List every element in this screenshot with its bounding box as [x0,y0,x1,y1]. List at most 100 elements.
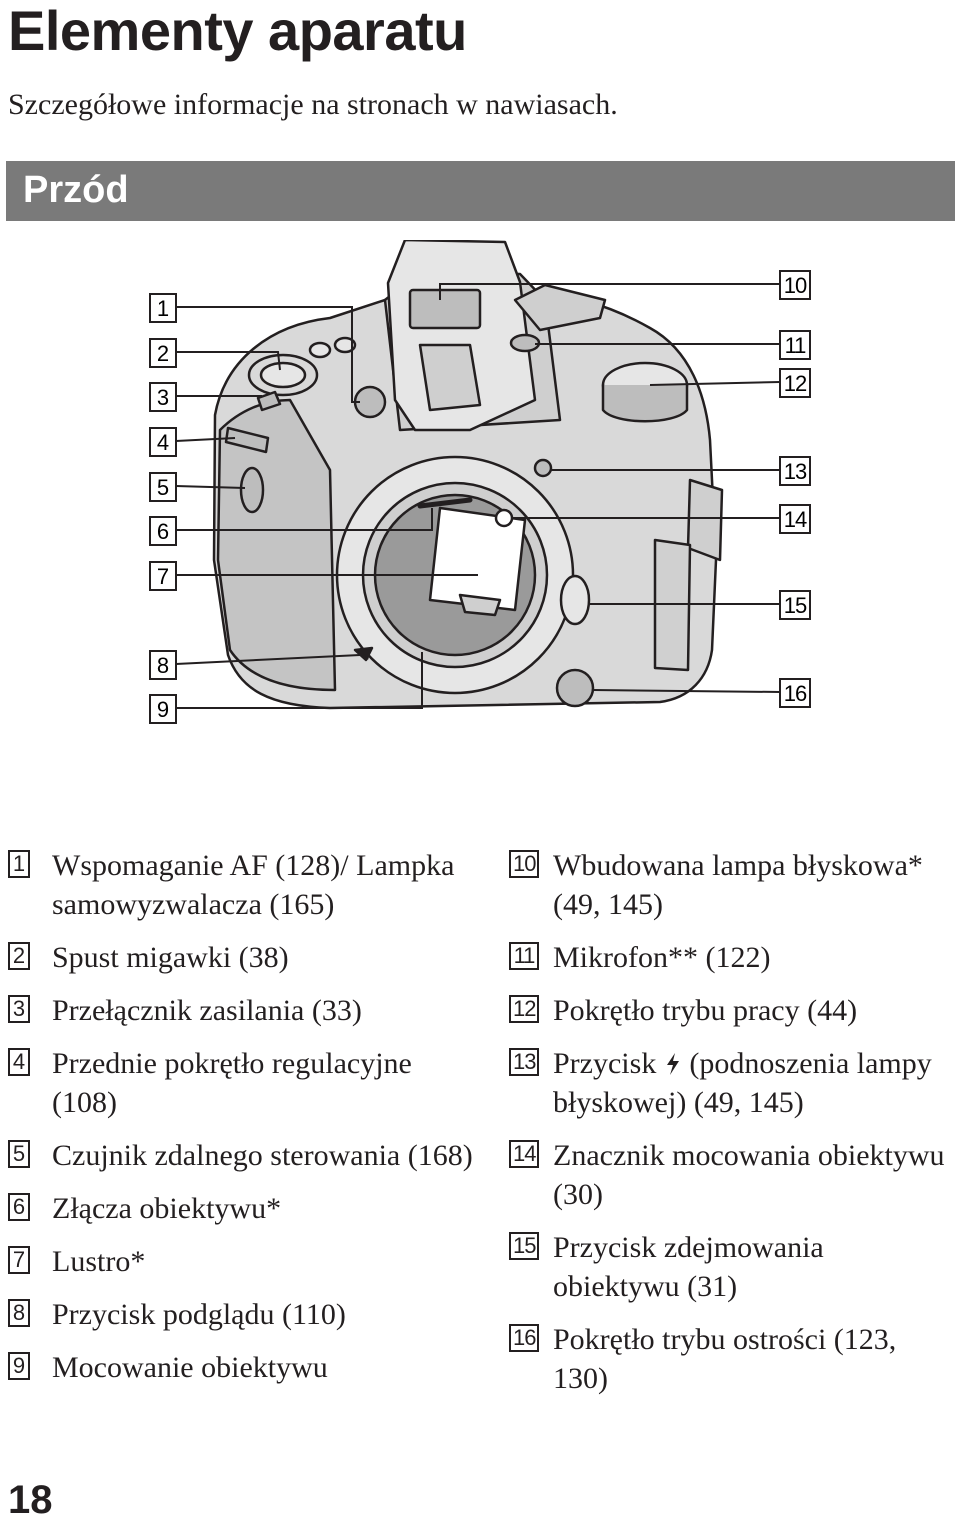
item-number: 12 [509,995,540,1023]
item-text: Pokrętło trybu ostrości (123, 130) [553,1323,897,1395]
page-number: 18 [8,1478,53,1522]
leader-line-2 [176,351,281,371]
mount-index-mark [494,508,514,528]
list-item: 14 Znacznik mocowania obiektywu (30) [509,1136,954,1214]
item-text: Przycisk podglądu (110) [52,1298,346,1331]
item-text: Lustro* [52,1245,146,1278]
parts-list-right: 10 Wbudowana lampa błyskowa* (49, 145) 11… [509,846,954,1412]
flash-popup-button [533,458,553,478]
microphone-grille [509,333,541,353]
item-number: 3 [8,995,30,1023]
list-item: 10 Wbudowana lampa błyskowa* (49, 145) [509,846,954,924]
leader-arrow-8 [360,648,372,660]
list-item: 11 Mikrofon** (122) [509,938,954,977]
item-number: 16 [509,1324,540,1352]
item-number: 5 [8,1140,30,1168]
diagram-label: 15 [784,593,807,618]
item-text: Spust migawki (38) [52,941,289,974]
item-text: Przycisk zdejmowania obiektywu (31) [553,1231,824,1303]
item-number: 15 [509,1232,540,1260]
diagram-label: 1 [157,296,169,321]
leader-line-6 [176,508,433,531]
leader-line-10 [439,283,780,300]
section-title: Przód [23,169,129,211]
item-number: 1 [8,850,30,878]
diagram-label: 5 [157,475,169,500]
item-text: Mikrofon** (122) [553,941,771,974]
list-item: 16 Pokrętło trybu ostrości (123, 130) [509,1320,954,1398]
lens-release-button [559,574,591,626]
flash-icon [666,1053,679,1075]
diagram-label: 10 [784,273,807,298]
list-item: 12 Pokrętło trybu pracy (44) [509,991,954,1030]
list-item: 13 Przycisk (podnoszenia lampy błyskowej)… [509,1044,954,1122]
diagram-labels-right: 10 11 12 13 14 15 16 [779,270,811,708]
power-switch [256,390,282,412]
item-text: Złącza obiektywu* [52,1192,282,1225]
leader-line-4 [175,437,236,442]
diagram-label: 14 [784,507,807,532]
strap-lug [686,478,724,562]
leader-line-9 [176,652,423,709]
flash-window [408,288,482,330]
leader-line-16 [592,689,781,693]
leader-line-1 [176,306,360,403]
list-item: 3 Przełącznik zasilania (33) [8,991,478,1030]
diagram-label: 16 [784,681,807,706]
item-number: 4 [8,1048,30,1076]
page-title: Elementy aparatu [8,0,467,62]
item-text: Wbudowana lampa błyskowa* (49, 145) [553,849,923,921]
list-item: 8 Przycisk podglądu (110) [8,1295,478,1334]
drive-mode-dial-side [601,383,689,423]
item-text: Czujnik zdalnego sterowania (168) [52,1139,473,1172]
item-number: 10 [509,850,540,878]
item-number: 7 [8,1246,30,1274]
diagram-label: 7 [157,564,169,589]
diagram-label: 11 [785,333,807,358]
diagram-label: 13 [784,459,807,484]
item-number: 14 [509,1140,540,1168]
diagram-label: 8 [157,653,169,678]
item-text-before: Przycisk [553,1047,664,1080]
shutter-button [259,361,307,389]
item-text: Przednie pokrętło regulacyjne (108) [52,1047,412,1119]
leader-line-8 [175,654,361,665]
item-text: Znacznik mocowania obiektywu (30) [553,1139,945,1211]
leader-line-5 [175,485,246,489]
front-control-dial [224,426,270,454]
diagram-label: 6 [157,519,169,544]
leader-line-12 [649,381,781,386]
item-number: 8 [8,1299,30,1327]
item-number: 11 [509,942,539,970]
camera-front-diagram: 1 2 3 4 5 6 7 8 9 10 11 12 13 14 15 16 [149,240,811,724]
page-subtitle: Szczegółowe informacje na stronach w naw… [8,88,618,121]
list-item: 7 Lustro* [8,1242,478,1281]
item-number: 6 [8,1193,30,1221]
section-header: Przód [6,161,955,221]
focus-mode-dial [555,668,595,708]
diagram-label: 2 [157,341,169,366]
diagram-labels-left: 1 2 3 4 5 6 7 8 9 [149,293,177,724]
item-text: Przełącznik zasilania (33) [52,994,362,1027]
diagram-label: 3 [157,385,169,410]
diagram-label: 12 [784,371,807,396]
item-text: Pokrętło trybu pracy (44) [553,994,858,1027]
list-item: 9 Mocowanie obiektywu [8,1348,478,1387]
remote-sensor [239,466,265,514]
hot-shoe [513,283,607,332]
lens-contacts [417,497,473,509]
item-text-after: (podnoszenia lampy błyskowej) (49, 145) [553,1047,932,1119]
item-number: 9 [8,1352,30,1380]
list-item: 15 Przycisk zdejmowania obiektywu (31) [509,1228,954,1306]
list-item: 4 Przednie pokrętło regulacyjne (108) [8,1044,478,1122]
diagram-label: 4 [157,430,169,455]
diagram-label: 9 [157,697,169,722]
item-text: Mocowanie obiektywu [52,1351,328,1384]
item-number: 13 [509,1048,540,1076]
list-item: 6 Złącza obiektywu* [8,1189,478,1228]
item-number: 2 [8,942,30,970]
list-item: 5 Czujnik zdalnego sterowania (168) [8,1136,478,1175]
list-item: 2 Spust migawki (38) [8,938,478,977]
